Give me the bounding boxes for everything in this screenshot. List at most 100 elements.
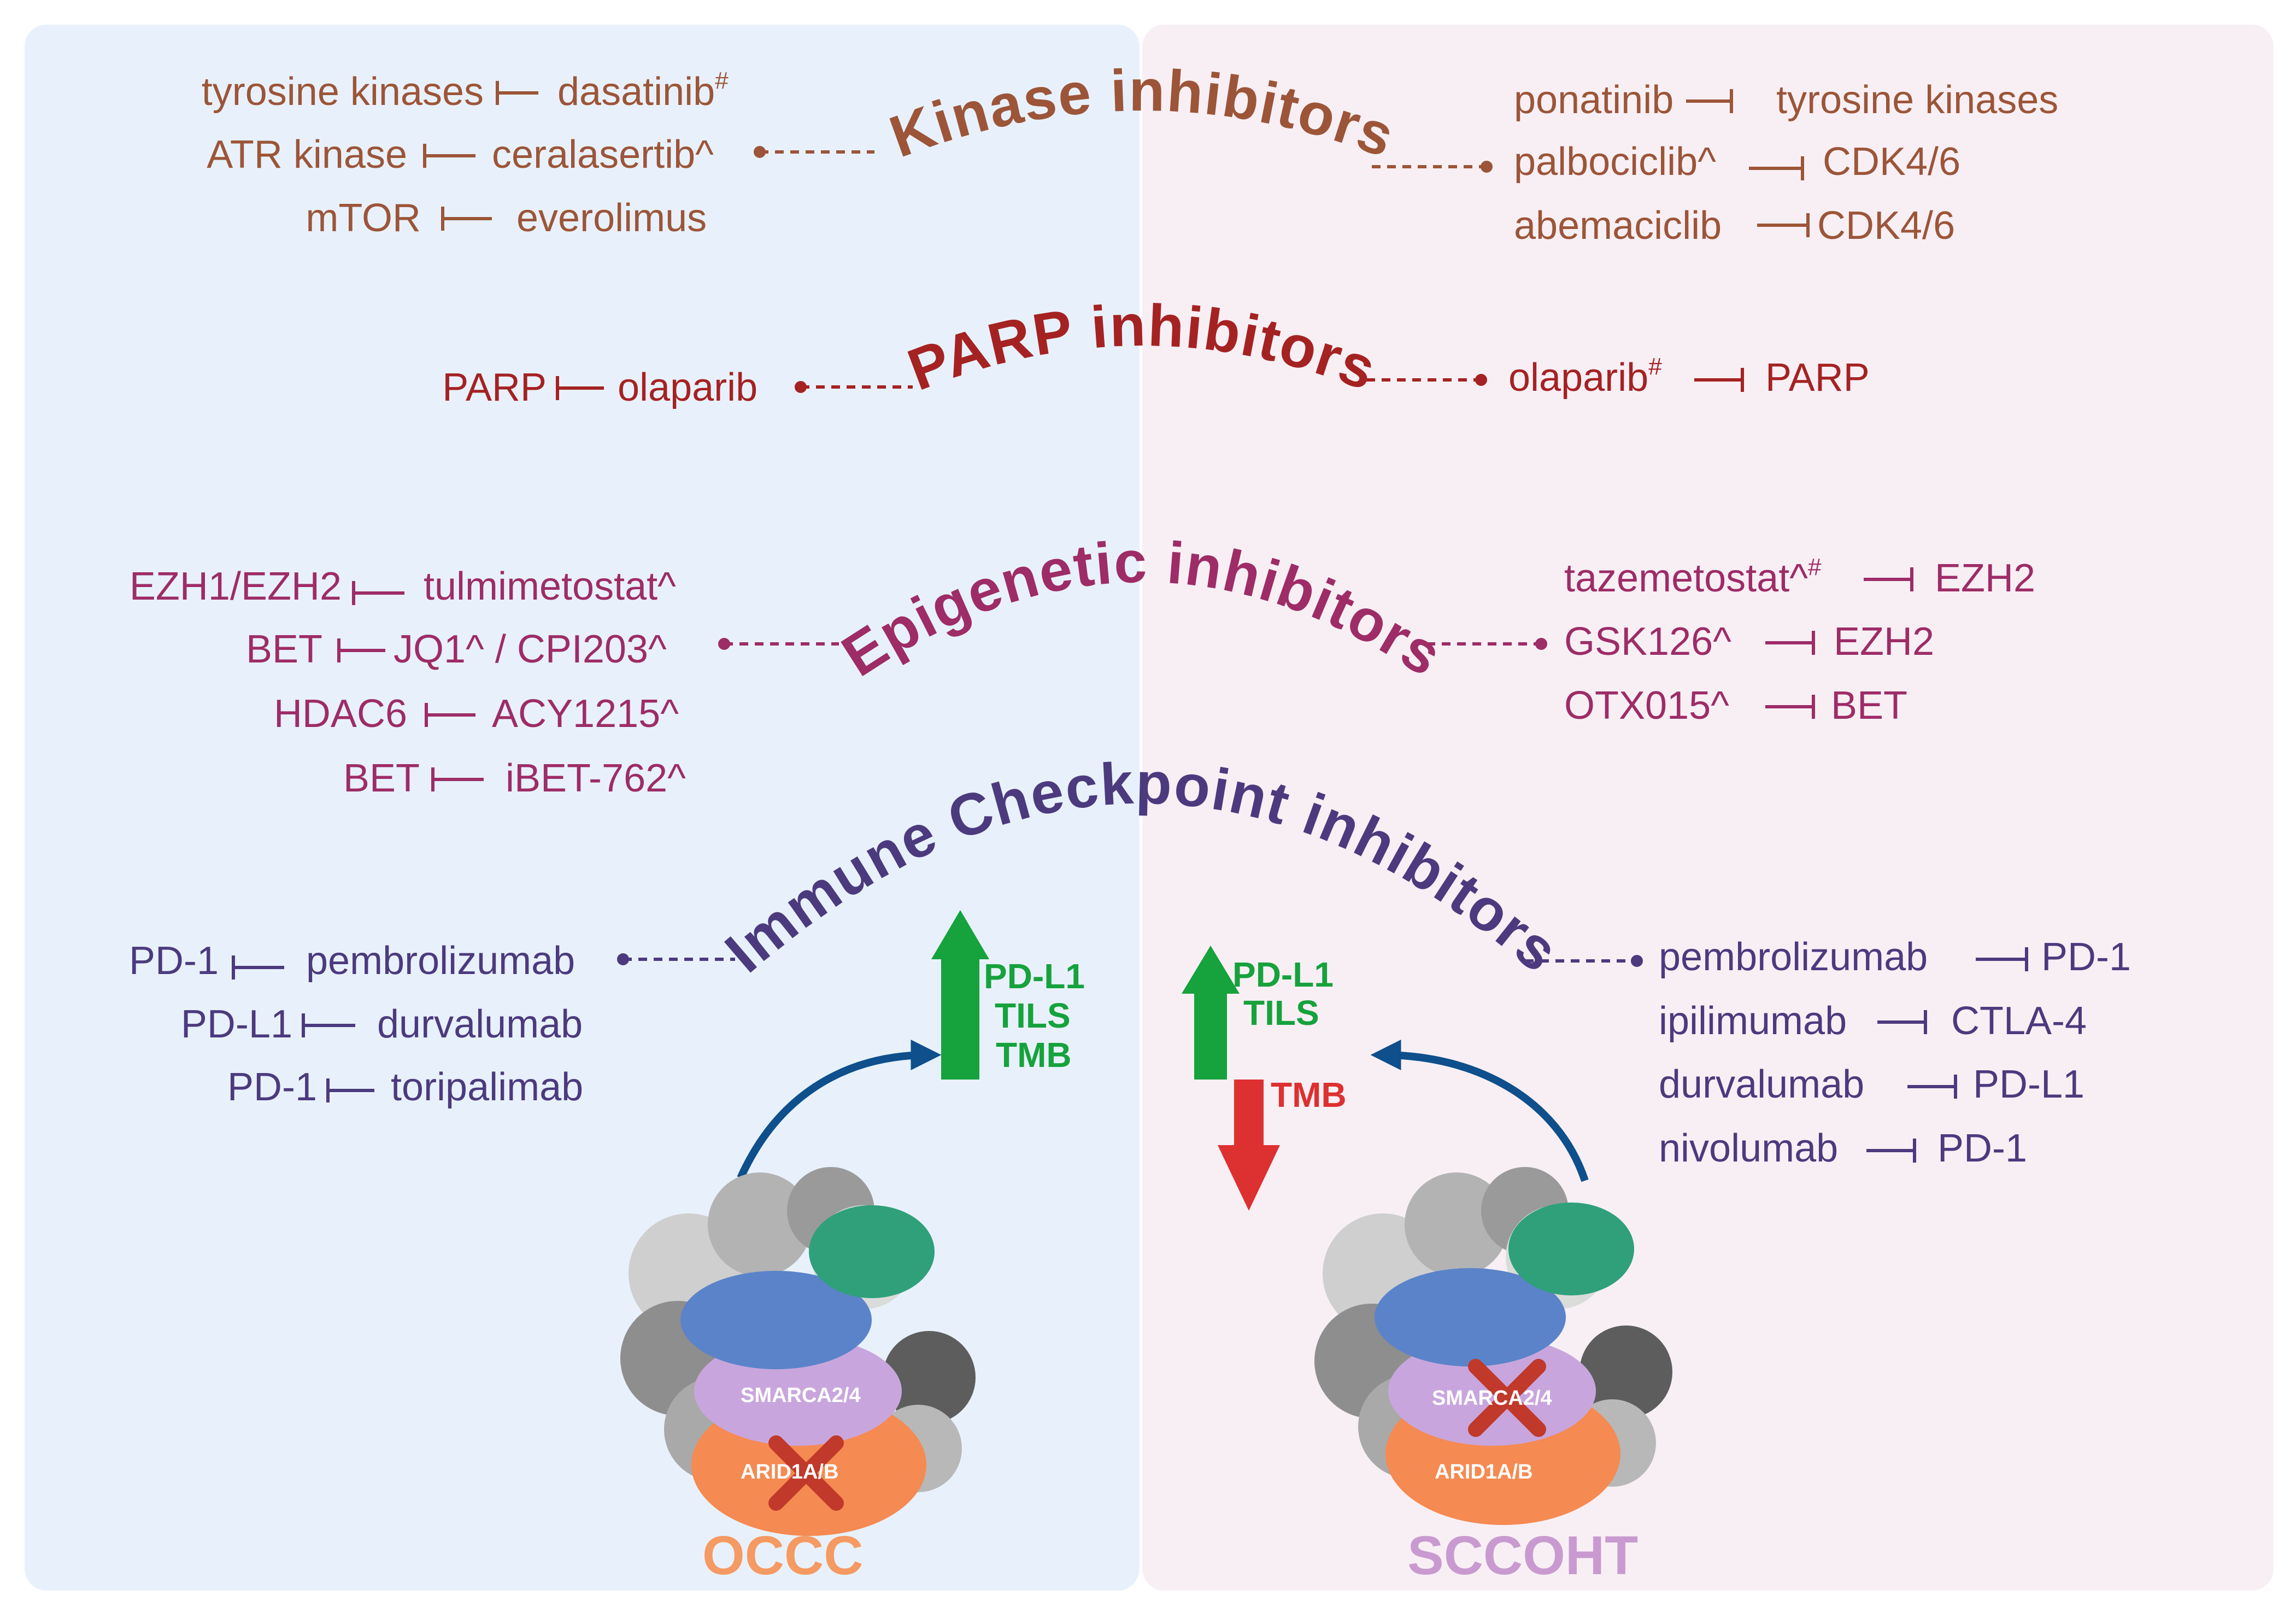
inhibition-icon bbox=[1765, 631, 1815, 655]
sccoht-marker-pdl1: PD-L1 bbox=[1232, 955, 1334, 994]
left-epigenetic-target: EZH1/EZH2 bbox=[130, 565, 342, 608]
right-immune-drug: pembrolizumab bbox=[1659, 935, 1928, 979]
sccoht-marker-tils: TILS bbox=[1243, 993, 1319, 1033]
right-parp-target: PARP bbox=[1765, 356, 1870, 400]
occc-swisnf-complex-icon: SMARCA2/4 ARID1A/B bbox=[620, 1167, 976, 1536]
right-epigenetic-target: BET bbox=[1831, 684, 1907, 728]
sccoht-marker-tmb: TMB bbox=[1271, 1075, 1347, 1115]
svg-text:tazemetostat^#: tazemetostat^# bbox=[1564, 554, 1822, 600]
left-epigenetic-drug: ACY1215^ bbox=[492, 692, 679, 736]
left-immune-drug: durvalumab bbox=[377, 1002, 583, 1046]
inhibition-icon bbox=[1757, 213, 1810, 237]
sccoht-swisnf-complex-icon: SMARCA2/4 ARID1A/B bbox=[1314, 1167, 1672, 1525]
right-kinase-target: CDK4/6 bbox=[1823, 140, 1960, 184]
occc-complex-upper-label: SMARCA2/4 bbox=[741, 1384, 861, 1407]
svg-text:dasatinib#: dasatinib# bbox=[557, 67, 729, 114]
right-kinase-target: CDK4/6 bbox=[1817, 204, 1955, 248]
right-immune-drug: ipilimumab bbox=[1659, 999, 1847, 1043]
inhibition-icon bbox=[1694, 368, 1744, 392]
down-arrow-icon bbox=[1218, 1080, 1280, 1211]
inhibition-icon bbox=[556, 376, 604, 400]
left-kinase-drug: ceralasertib^ bbox=[492, 133, 714, 177]
left-immune-drug: toripalimab bbox=[391, 1065, 583, 1109]
svg-text:ceralasertib^: ceralasertib^ bbox=[492, 133, 714, 177]
up-arrow-icon bbox=[1182, 946, 1240, 1080]
inhibition-icon bbox=[423, 144, 475, 168]
inhibition-icon bbox=[1877, 1010, 1927, 1034]
left-epigenetic-target: HDAC6 bbox=[274, 692, 407, 736]
left-epigenetic-drug: JQ1^ / CPI203^ bbox=[394, 627, 667, 671]
right-kinase-list: ponatinib tyrosine kinases palbociclib^ … bbox=[1514, 78, 2058, 248]
occc-markers: PD-L1 TILS TMB bbox=[931, 910, 1085, 1080]
left-kinase-list: tyrosine kinases dasatinib# ATR kinase c… bbox=[202, 67, 729, 240]
left-kinase-mark: # bbox=[715, 67, 729, 94]
right-epigenetic-drug: OTX015^ bbox=[1564, 684, 1729, 728]
left-immune-drug: pembrolizumab bbox=[306, 939, 575, 983]
right-immune-drug: durvalumab bbox=[1659, 1063, 1864, 1106]
close-icon bbox=[1468, 1359, 1546, 1437]
inhibition-icon bbox=[1864, 567, 1913, 591]
left-immune-list: PD-1 pembrolizumab PD-L1 durvalumab PD-1… bbox=[129, 939, 583, 1109]
occc-label: OCCC bbox=[702, 1525, 863, 1586]
immune-connectors bbox=[617, 953, 1643, 967]
right-kinase-drug: palbociclib^ bbox=[1514, 140, 1716, 184]
left-kinase-target: tyrosine kinases bbox=[202, 70, 484, 114]
left-epigenetic-target: BET bbox=[246, 627, 322, 671]
kinase-connectors bbox=[754, 146, 1493, 173]
inhibition-icon bbox=[326, 1078, 374, 1102]
sccoht-label: SCCOHT bbox=[1407, 1525, 1638, 1586]
right-epigenetic-target: EZH2 bbox=[1834, 620, 1934, 664]
occc-curved-arrow-icon bbox=[737, 1040, 942, 1180]
inhibition-icon bbox=[1765, 695, 1815, 719]
right-kinase-target: tyrosine kinases bbox=[1776, 78, 2058, 122]
inhibition-icon bbox=[1749, 156, 1804, 180]
left-parp-target: PARP bbox=[442, 366, 547, 409]
occc-marker-tils: TILS bbox=[995, 996, 1071, 1035]
left-kinase-drug: everolimus bbox=[516, 196, 707, 240]
inhibition-icon bbox=[425, 703, 475, 727]
inhibition-icon bbox=[337, 638, 385, 662]
left-epigenetic-drug: iBET-762^ bbox=[506, 756, 686, 800]
inhibition-icon bbox=[441, 207, 492, 231]
inhibition-icon bbox=[232, 955, 284, 979]
left-kinase-target: ATR kinase bbox=[207, 133, 407, 177]
occc-marker-tmb: TMB bbox=[996, 1035, 1072, 1075]
left-epigenetic-list: EZH1/EZH2 tulmimetostat^ BET JQ1^ / CPI2… bbox=[130, 565, 686, 800]
inhibition-icon bbox=[431, 767, 484, 791]
right-kinase-drug: abemaciclib bbox=[1514, 204, 1722, 248]
svg-text:olaparib#: olaparib# bbox=[1508, 353, 1662, 400]
occc-complex-lower-label: ARID1A/B bbox=[741, 1461, 838, 1483]
inhibition-icon bbox=[1907, 1075, 1957, 1099]
sccoht-markers: PD-L1 TILS TMB bbox=[1182, 946, 1347, 1211]
right-immune-target: PD-L1 bbox=[1973, 1063, 2084, 1106]
right-immune-target: PD-1 bbox=[1937, 1127, 2027, 1170]
inhibition-icon bbox=[302, 1013, 355, 1037]
inhibition-icon bbox=[1976, 947, 2028, 971]
right-immune-target: CTLA-4 bbox=[1951, 999, 2087, 1043]
inhibition-icon bbox=[352, 581, 404, 605]
close-icon bbox=[768, 1435, 844, 1511]
right-epigenetic-drug: tazemetostat^ bbox=[1564, 556, 1808, 600]
left-immune-target: PD-1 bbox=[129, 939, 219, 983]
right-epigenetic-target: EZH2 bbox=[1935, 556, 2035, 600]
parp-connectors bbox=[795, 374, 1487, 393]
right-epigenetic-mark: # bbox=[1808, 554, 1822, 580]
left-kinase-drug: dasatinib bbox=[557, 70, 715, 114]
left-parp-drug: olaparib bbox=[618, 366, 757, 409]
right-epigenetic-list: tazemetostat^# EZH2 GSK126^ EZH2 OTX015^… bbox=[1564, 554, 2035, 728]
inhibition-icon bbox=[1686, 89, 1733, 113]
epigenetic-connectors bbox=[718, 638, 1547, 650]
inhibition-icon bbox=[496, 81, 538, 105]
sccoht-complex-lower-label: ARID1A/B bbox=[1435, 1461, 1532, 1483]
left-parp-list: PARP olaparib bbox=[442, 366, 757, 409]
right-kinase-drug: ponatinib bbox=[1514, 78, 1673, 122]
right-parp-drug: olaparib bbox=[1508, 356, 1648, 400]
right-immune-drug: nivolumab bbox=[1659, 1127, 1838, 1170]
left-kinase-target: mTOR bbox=[306, 196, 421, 240]
left-epigenetic-target: BET bbox=[343, 756, 420, 800]
right-epigenetic-drug: GSK126^ bbox=[1564, 620, 1731, 664]
up-arrow-icon bbox=[931, 910, 989, 1080]
left-epigenetic-drug: tulmimetostat^ bbox=[424, 565, 676, 608]
left-immune-target: PD-1 bbox=[227, 1065, 317, 1109]
